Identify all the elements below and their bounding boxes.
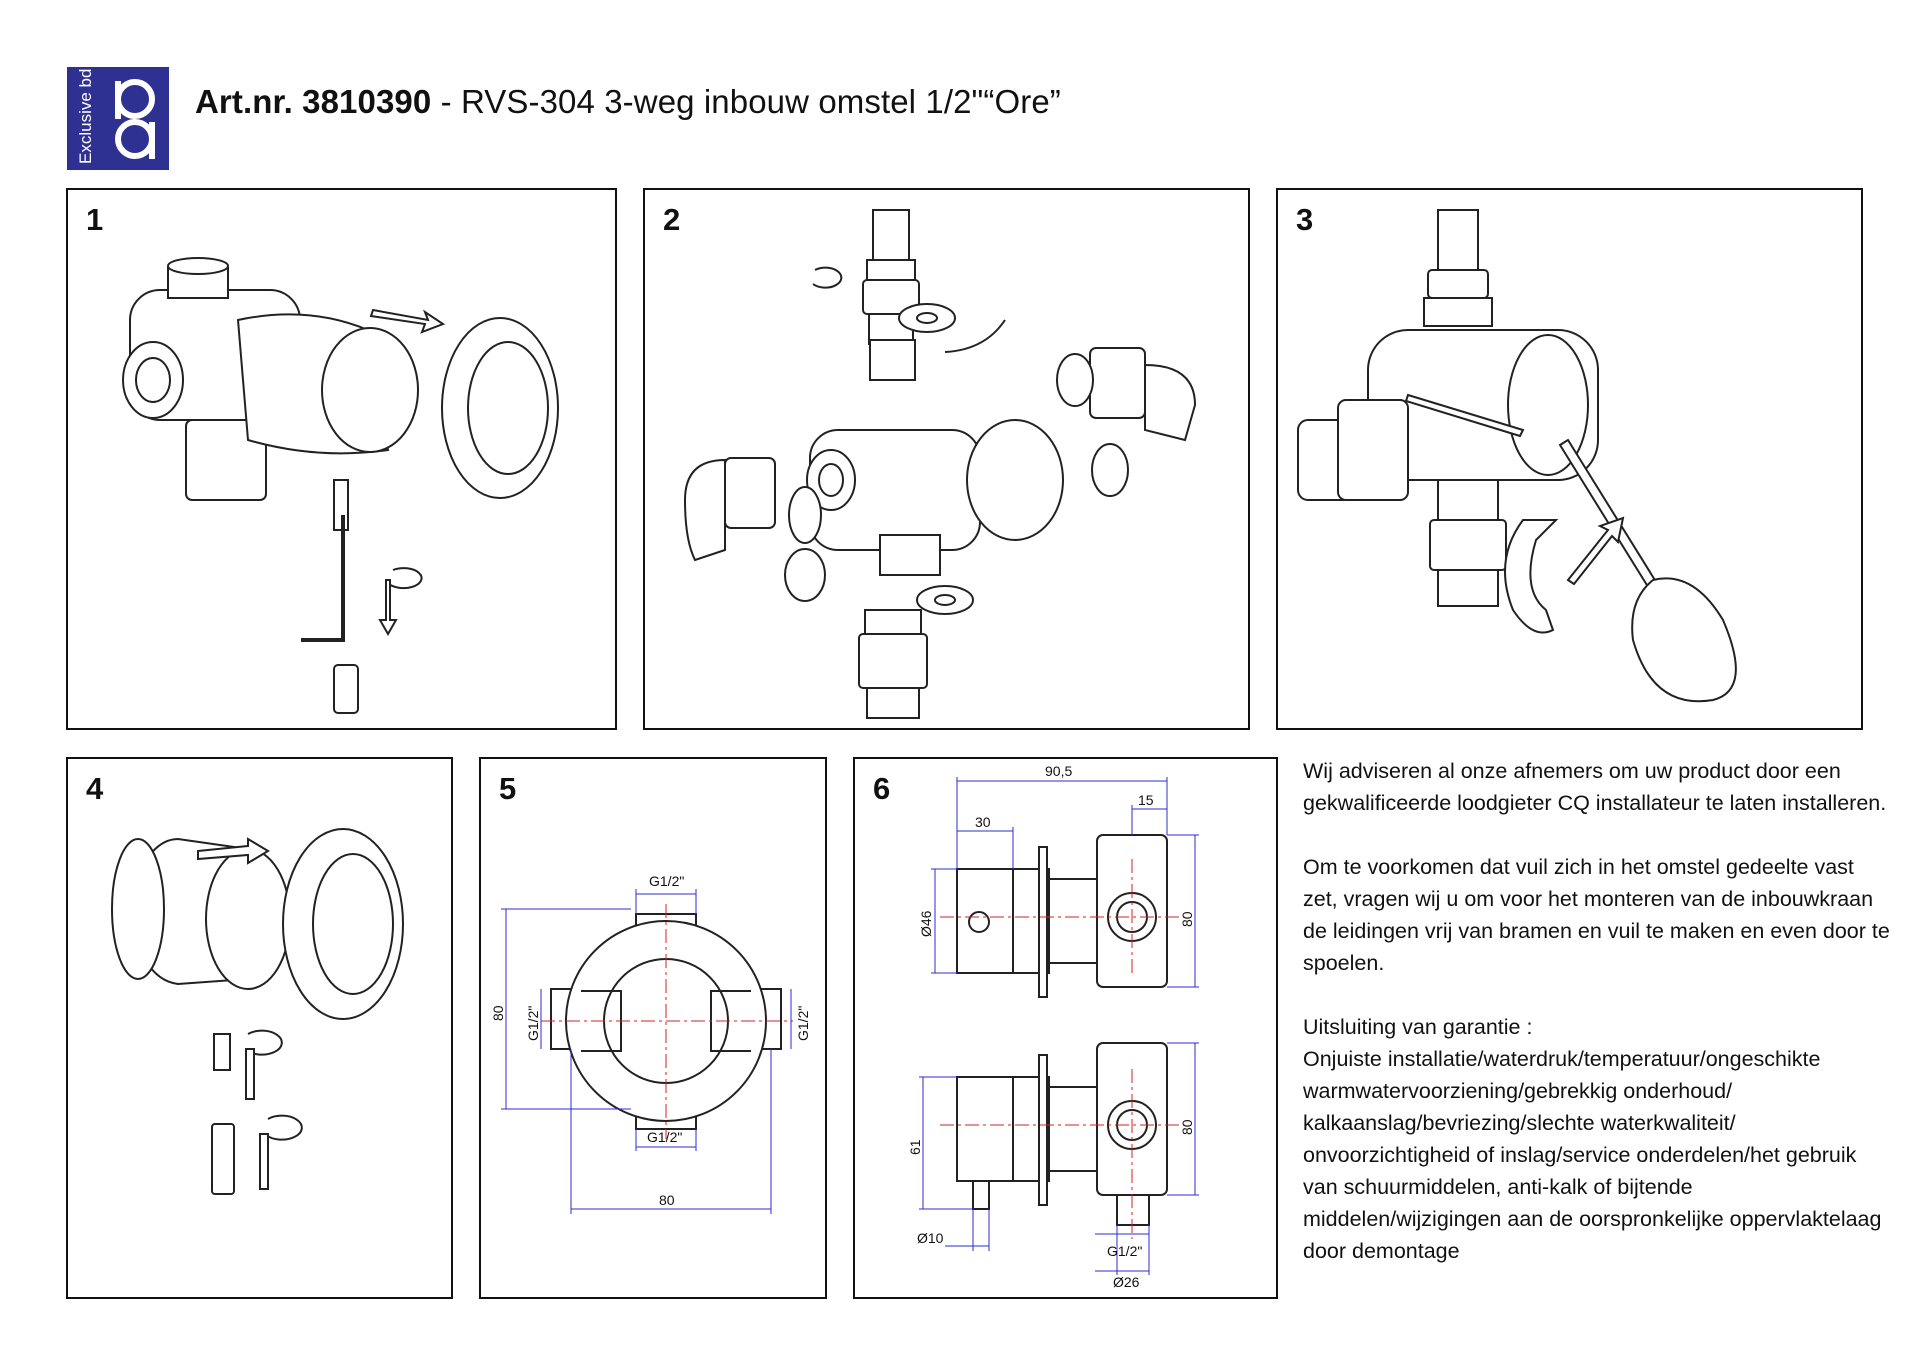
- step-number: 6: [873, 771, 891, 806]
- dim-flange-length: 30: [975, 814, 991, 830]
- dim-height: 80: [490, 1005, 506, 1021]
- dimension-panel-6: 6: [853, 757, 1278, 1299]
- step-number: 5: [499, 771, 517, 806]
- dimension-panel-5: 5: [479, 757, 827, 1299]
- dim-depth: 61: [907, 1139, 923, 1155]
- dim-height-top: 80: [1179, 911, 1195, 927]
- step1-illustration: [122, 257, 559, 714]
- step-panel-2: 2: [643, 188, 1250, 730]
- step2-illustration: [683, 209, 1197, 719]
- page-title: Art.nr. 3810390 - RVS-304 3-weg inbouw o…: [195, 83, 1061, 121]
- step4-illustration: [111, 828, 404, 1195]
- dim-right-thread: G1/2": [795, 1006, 811, 1041]
- step3-illustration: [1297, 209, 1737, 703]
- dim-height-bottom: 80: [1179, 1119, 1195, 1135]
- step-number: 1: [86, 202, 104, 237]
- warranty-title: Uitsluiting van garantie :: [1303, 1015, 1533, 1039]
- dim-top-thread: G1/2": [649, 873, 684, 889]
- step-number: 4: [86, 771, 104, 806]
- warranty-text: Onjuiste installatie/waterdruk/temperatu…: [1303, 1047, 1882, 1263]
- dim-total-length: 90,5: [1045, 763, 1072, 779]
- step-panel-3: 3: [1276, 188, 1863, 730]
- logo-text: Exclusive bd: [76, 68, 95, 164]
- brand-logo: [67, 67, 169, 170]
- warranty-section: Uitsluiting van garantie : Onjuiste insta…: [1303, 1011, 1893, 1267]
- front-view-drawing: G1/2" G1/2" 80 80 G1/2" G1/2": [490, 873, 811, 1214]
- step-number: 3: [1296, 202, 1314, 237]
- dim-diameter: Ø46: [918, 910, 934, 937]
- dim-outlet-diameter: Ø26: [1113, 1274, 1140, 1290]
- cleaning-paragraph: Om te voorkomen dat vuil zich in het oms…: [1303, 855, 1890, 975]
- product-description: - RVS-304 3-weg inbouw omstel 1/2"“Ore”: [431, 83, 1061, 120]
- dim-pin-diameter: Ø10: [917, 1230, 944, 1246]
- installation-notes: Wij adviseren al onze afnemers om uw pro…: [1303, 755, 1893, 1267]
- step-number: 2: [663, 202, 681, 237]
- dim-thread: G1/2": [1107, 1243, 1142, 1259]
- dim-width: 80: [659, 1192, 675, 1208]
- side-view-drawing: 90,5 30 15 Ø46 80 80 61 Ø10 G1/2" Ø26: [907, 763, 1199, 1290]
- advice-paragraph: Wij adviseren al onze afnemers om uw pro…: [1303, 759, 1887, 815]
- article-number: Art.nr. 3810390: [195, 83, 432, 120]
- dim-nipple-length: 15: [1138, 792, 1154, 808]
- step-panel-4: 4: [66, 757, 453, 1299]
- step-panel-1: 1: [66, 188, 617, 730]
- dim-left-thread: G1/2": [525, 1006, 541, 1041]
- dim-bottom-thread: G1/2": [647, 1129, 682, 1145]
- bd-logo-mark: [115, 79, 155, 159]
